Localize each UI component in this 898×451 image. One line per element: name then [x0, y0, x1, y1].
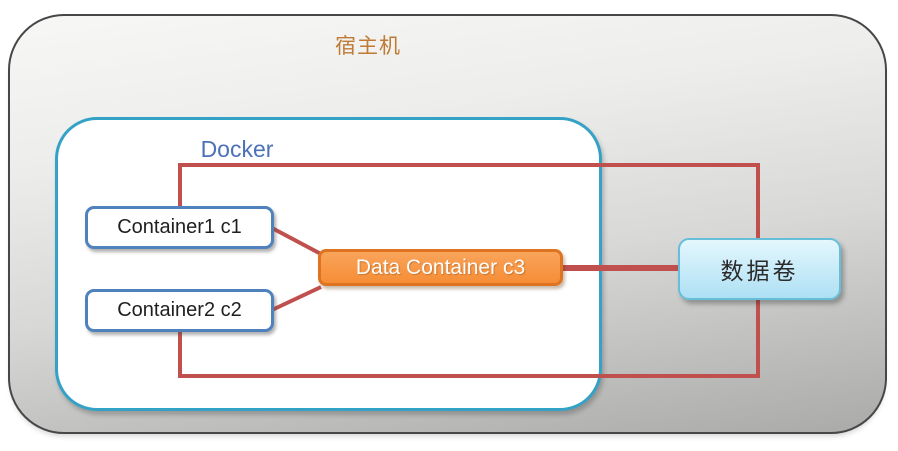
- container1-label: Container1 c1: [117, 216, 242, 238]
- container2-box: Container2 c2: [85, 289, 274, 332]
- data-volume-box: 数据卷: [678, 238, 841, 300]
- container1-box: Container1 c1: [85, 206, 274, 249]
- data-volume-label: 数据卷: [720, 258, 799, 284]
- docker-label: Docker: [200, 136, 274, 162]
- host-machine-label: 宿主机: [335, 35, 401, 58]
- data-container-box: Data Container c3: [318, 249, 563, 286]
- container2-label: Container2 c2: [117, 299, 242, 321]
- data-container-label: Data Container c3: [355, 255, 526, 279]
